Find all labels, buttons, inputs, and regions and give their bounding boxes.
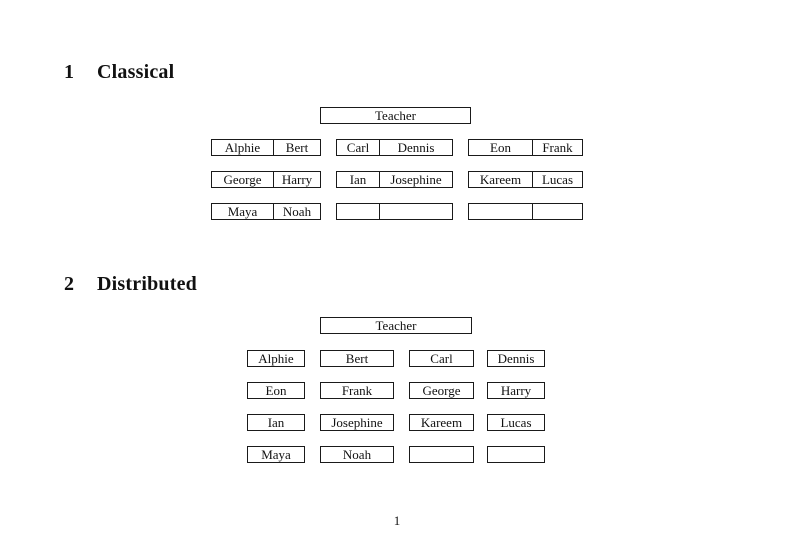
seat-cell: Maya bbox=[212, 204, 274, 219]
desk: Maya bbox=[247, 446, 305, 463]
page-number: 1 bbox=[393, 513, 401, 528]
desk: George Harry bbox=[211, 171, 321, 188]
seat-cell: Harry bbox=[281, 172, 313, 187]
desk: George bbox=[409, 382, 474, 399]
desk: Kareem bbox=[409, 414, 474, 431]
desk-empty bbox=[336, 203, 453, 220]
desk-empty bbox=[409, 446, 474, 463]
section-number: 1 bbox=[64, 61, 75, 83]
seat-cell: Dennis bbox=[397, 140, 435, 155]
desk: Alphie Bert bbox=[211, 139, 321, 156]
section-heading-distributed: 2 Distributed bbox=[64, 272, 197, 296]
seat-cell: Bert bbox=[285, 140, 309, 155]
seat-cell: Frank bbox=[542, 140, 573, 155]
seat-cell: Noah bbox=[282, 204, 312, 219]
desk: Ian Josephine bbox=[336, 171, 453, 188]
desk: Frank bbox=[320, 382, 394, 399]
seat-cell bbox=[337, 204, 380, 219]
desk: Eon Frank bbox=[468, 139, 583, 156]
desk: Harry bbox=[487, 382, 545, 399]
section-number: 2 bbox=[64, 273, 75, 295]
seat-cell: Ian bbox=[337, 172, 380, 187]
desk: Ian bbox=[247, 414, 305, 431]
section-title: Distributed bbox=[97, 273, 197, 295]
seat-cell: Kareem bbox=[469, 172, 533, 187]
desk: Kareem Lucas bbox=[468, 171, 583, 188]
desk: Lucas bbox=[487, 414, 545, 431]
teacher-label: Teacher bbox=[375, 318, 417, 333]
seat-cell bbox=[380, 204, 452, 219]
teacher-box: Teacher bbox=[320, 317, 472, 334]
desk: Noah bbox=[320, 446, 394, 463]
desk: Josephine bbox=[320, 414, 394, 431]
seat-cell: George bbox=[212, 172, 274, 187]
section-heading-classical: 1 Classical bbox=[64, 60, 174, 84]
desk: Dennis bbox=[487, 350, 545, 367]
desk: Alphie bbox=[247, 350, 305, 367]
desk: Bert bbox=[320, 350, 394, 367]
desk: Carl Dennis bbox=[336, 139, 453, 156]
section-title: Classical bbox=[97, 61, 175, 83]
seat-cell: Carl bbox=[337, 140, 380, 155]
desk: Carl bbox=[409, 350, 474, 367]
seat-cell: Lucas bbox=[541, 172, 574, 187]
seat-cell bbox=[533, 204, 582, 219]
seat-cell: Alphie bbox=[212, 140, 274, 155]
seat-cell: Josephine bbox=[390, 172, 442, 187]
teacher-box: Teacher bbox=[320, 107, 471, 124]
desk: Eon bbox=[247, 382, 305, 399]
teacher-label: Teacher bbox=[375, 108, 416, 123]
seat-cell: Eon bbox=[469, 140, 533, 155]
desk-empty bbox=[487, 446, 545, 463]
desk: Maya Noah bbox=[211, 203, 321, 220]
seat-cell bbox=[469, 204, 533, 219]
desk-empty bbox=[468, 203, 583, 220]
